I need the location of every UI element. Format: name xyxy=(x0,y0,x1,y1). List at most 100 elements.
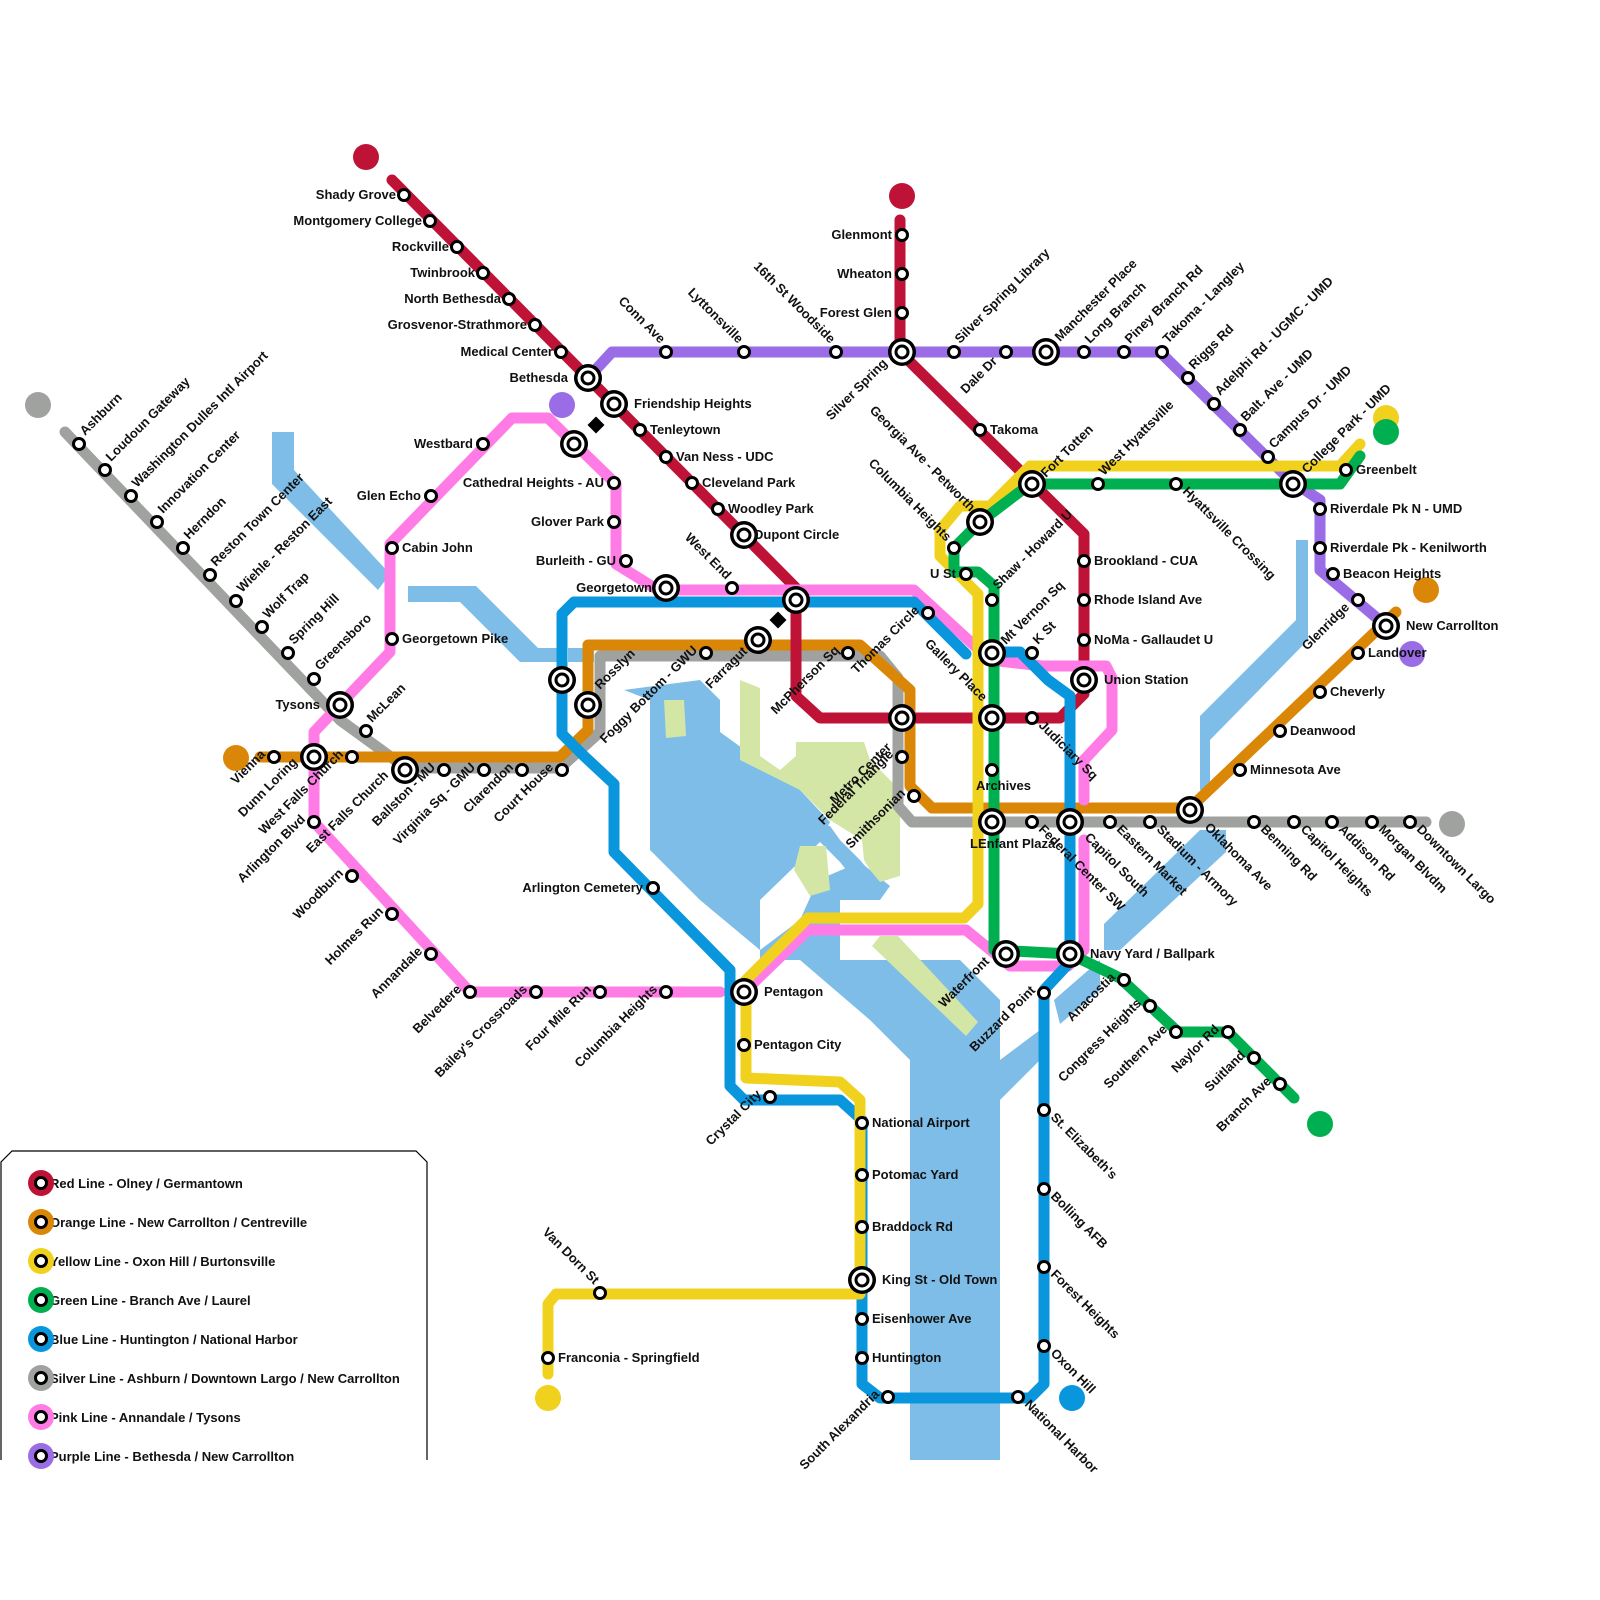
station-label[interactable]: Twinbrook xyxy=(410,265,476,280)
station-label[interactable]: Cheverly xyxy=(1330,684,1386,699)
station-label[interactable]: Cathedral Heights - AU xyxy=(463,475,604,490)
station-label[interactable]: Glover Park xyxy=(531,514,605,529)
station-label[interactable]: Capitol Heights xyxy=(1298,822,1376,900)
station-label[interactable]: West End xyxy=(682,530,734,582)
station-label[interactable]: Rhode Island Ave xyxy=(1094,592,1202,607)
station-label[interactable]: Glen Echo xyxy=(357,488,421,503)
station-label[interactable]: Bethesda xyxy=(509,370,568,385)
station-label[interactable]: Belvedere xyxy=(410,982,465,1037)
red-terminal-icon xyxy=(889,183,915,209)
station-label[interactable]: Woodley Park xyxy=(728,501,815,516)
station-label[interactable]: Holmes Run xyxy=(322,903,386,967)
station-label[interactable]: 16th St Woodside xyxy=(751,259,839,347)
station-label[interactable]: Tysons xyxy=(275,697,320,712)
station-label[interactable]: Landover xyxy=(1368,645,1427,660)
station-label[interactable]: LEnfant Plaza xyxy=(970,836,1056,851)
station-label[interactable]: Beacon Heights xyxy=(1343,566,1441,581)
station-icon xyxy=(949,543,960,554)
station-label[interactable]: Friendship Heights xyxy=(634,396,752,411)
station-label[interactable]: Braddock Rd xyxy=(872,1219,953,1234)
station-label[interactable]: Westbard xyxy=(414,436,473,451)
station-label[interactable]: Cabin John xyxy=(402,540,473,555)
station-label[interactable]: Tenleytown xyxy=(650,422,721,437)
station-label[interactable]: NoMa - Gallaudet U xyxy=(1094,632,1213,647)
station-label[interactable]: Dale Dr xyxy=(957,354,1000,397)
station-label[interactable]: Annandale xyxy=(368,944,426,1002)
interchange-icon xyxy=(992,940,1020,968)
station-label[interactable]: Cleveland Park xyxy=(702,475,796,490)
station-label[interactable]: Archives xyxy=(976,778,1031,793)
station-icon xyxy=(687,478,698,489)
station-label[interactable]: Franconia - Springfield xyxy=(558,1350,700,1365)
legend-label: Green Line - Branch Ave / Laurel xyxy=(50,1293,251,1308)
station-label[interactable]: Georgetown Pike xyxy=(402,631,508,646)
station-label[interactable]: Greenbelt xyxy=(1356,462,1417,477)
station-label[interactable]: King St - Old Town xyxy=(882,1272,997,1287)
station-label[interactable]: Reston Town Center xyxy=(208,470,307,569)
station-label[interactable]: Morgan Blvdm xyxy=(1376,822,1450,896)
station-label[interactable]: Forest Heights xyxy=(1048,1267,1123,1342)
station-label[interactable]: Pentagon xyxy=(764,984,823,999)
station-label[interactable]: Eisenhower Ave xyxy=(872,1311,971,1326)
station-label[interactable]: Suitland xyxy=(1201,1047,1248,1094)
station-label[interactable]: Brookland - CUA xyxy=(1094,553,1199,568)
station-label[interactable]: New Carrollton xyxy=(1406,618,1499,633)
station-label[interactable]: Forest Glen xyxy=(820,305,892,320)
station-label[interactable]: Minnesota Ave xyxy=(1250,762,1341,777)
station-label[interactable]: Georgetown xyxy=(576,580,652,595)
station-label[interactable]: Wheaton xyxy=(837,266,892,281)
station-label[interactable]: South Alexandria xyxy=(796,1386,882,1472)
station-label[interactable]: Medical Center xyxy=(461,344,553,359)
station-label[interactable]: Woodburn xyxy=(290,865,346,921)
station-icon xyxy=(1275,726,1286,737)
station-icon xyxy=(1249,1053,1260,1064)
station-label[interactable]: Riverdale Pk - Kenilworth xyxy=(1330,540,1487,555)
station-label[interactable]: Glenmont xyxy=(831,227,892,242)
station-label[interactable]: Van Dorn St xyxy=(540,1224,603,1287)
station-label[interactable]: Montgomery College xyxy=(293,213,422,228)
station-label[interactable]: North Bethesda xyxy=(404,291,502,306)
station-label[interactable]: Wolf Trap xyxy=(260,569,312,621)
station-label[interactable]: Herndon xyxy=(181,494,229,542)
station-label[interactable]: Loudoun Gateway xyxy=(103,373,194,464)
station-label[interactable]: National Harbor xyxy=(1022,1397,1102,1477)
station-label[interactable]: Lyttonsville xyxy=(685,285,746,346)
station-label[interactable]: Potomac Yard xyxy=(872,1167,959,1182)
station-label[interactable]: K St xyxy=(1030,618,1059,647)
station-label[interactable]: Grosvenor-Strathmore xyxy=(388,317,527,332)
station-label[interactable]: Spring Hill xyxy=(286,591,343,648)
legend-item: Orange Line - New Carrollton / Centrevil… xyxy=(28,1209,307,1235)
station-label[interactable]: Pentagon City xyxy=(754,1037,842,1052)
station-icon xyxy=(857,1118,868,1129)
station-label[interactable]: Wiehle - Reston East xyxy=(234,493,336,595)
station-label[interactable]: National Airport xyxy=(872,1115,970,1130)
station-label[interactable]: Dupont Circle xyxy=(754,527,839,542)
station-icon xyxy=(231,596,242,607)
station-label[interactable]: St. Elizabeth's xyxy=(1048,1110,1121,1183)
station-label[interactable]: Burleith - GU xyxy=(536,553,616,568)
station-label[interactable]: Van Ness - UDC xyxy=(676,449,774,464)
station-icon xyxy=(425,216,436,227)
station-label[interactable]: Deanwood xyxy=(1290,723,1356,738)
station-label[interactable]: Shaw - Howard U xyxy=(990,506,1076,592)
station-label[interactable]: Arlington Cemetery xyxy=(522,880,643,895)
station-label[interactable]: Silver Spring Library xyxy=(952,245,1054,347)
station-icon xyxy=(897,269,908,280)
station-label[interactable]: Riggs Rd xyxy=(1186,321,1237,372)
station-label[interactable]: Huntington xyxy=(872,1350,941,1365)
station-label[interactable]: Navy Yard / Ballpark xyxy=(1090,946,1216,961)
station-label[interactable]: Conn Ave xyxy=(616,293,669,346)
station-label[interactable]: U St xyxy=(930,566,957,581)
station-label[interactable]: Riverdale Pk N - UMD xyxy=(1330,501,1462,516)
interchange-icon xyxy=(848,1266,876,1294)
station-label[interactable]: Shady Grove xyxy=(316,187,396,202)
station-label[interactable]: Rockville xyxy=(392,239,449,254)
station-icon xyxy=(701,648,712,659)
interchange-icon xyxy=(1032,338,1060,366)
green-line-icon xyxy=(28,1287,54,1313)
station-label[interactable]: Ashburn xyxy=(77,390,125,438)
station-label[interactable]: Takoma xyxy=(990,422,1039,437)
station-label[interactable]: Union Station xyxy=(1104,672,1189,687)
station-label[interactable]: McLean xyxy=(364,680,409,725)
station-label[interactable]: Bolling AFB xyxy=(1048,1189,1111,1252)
